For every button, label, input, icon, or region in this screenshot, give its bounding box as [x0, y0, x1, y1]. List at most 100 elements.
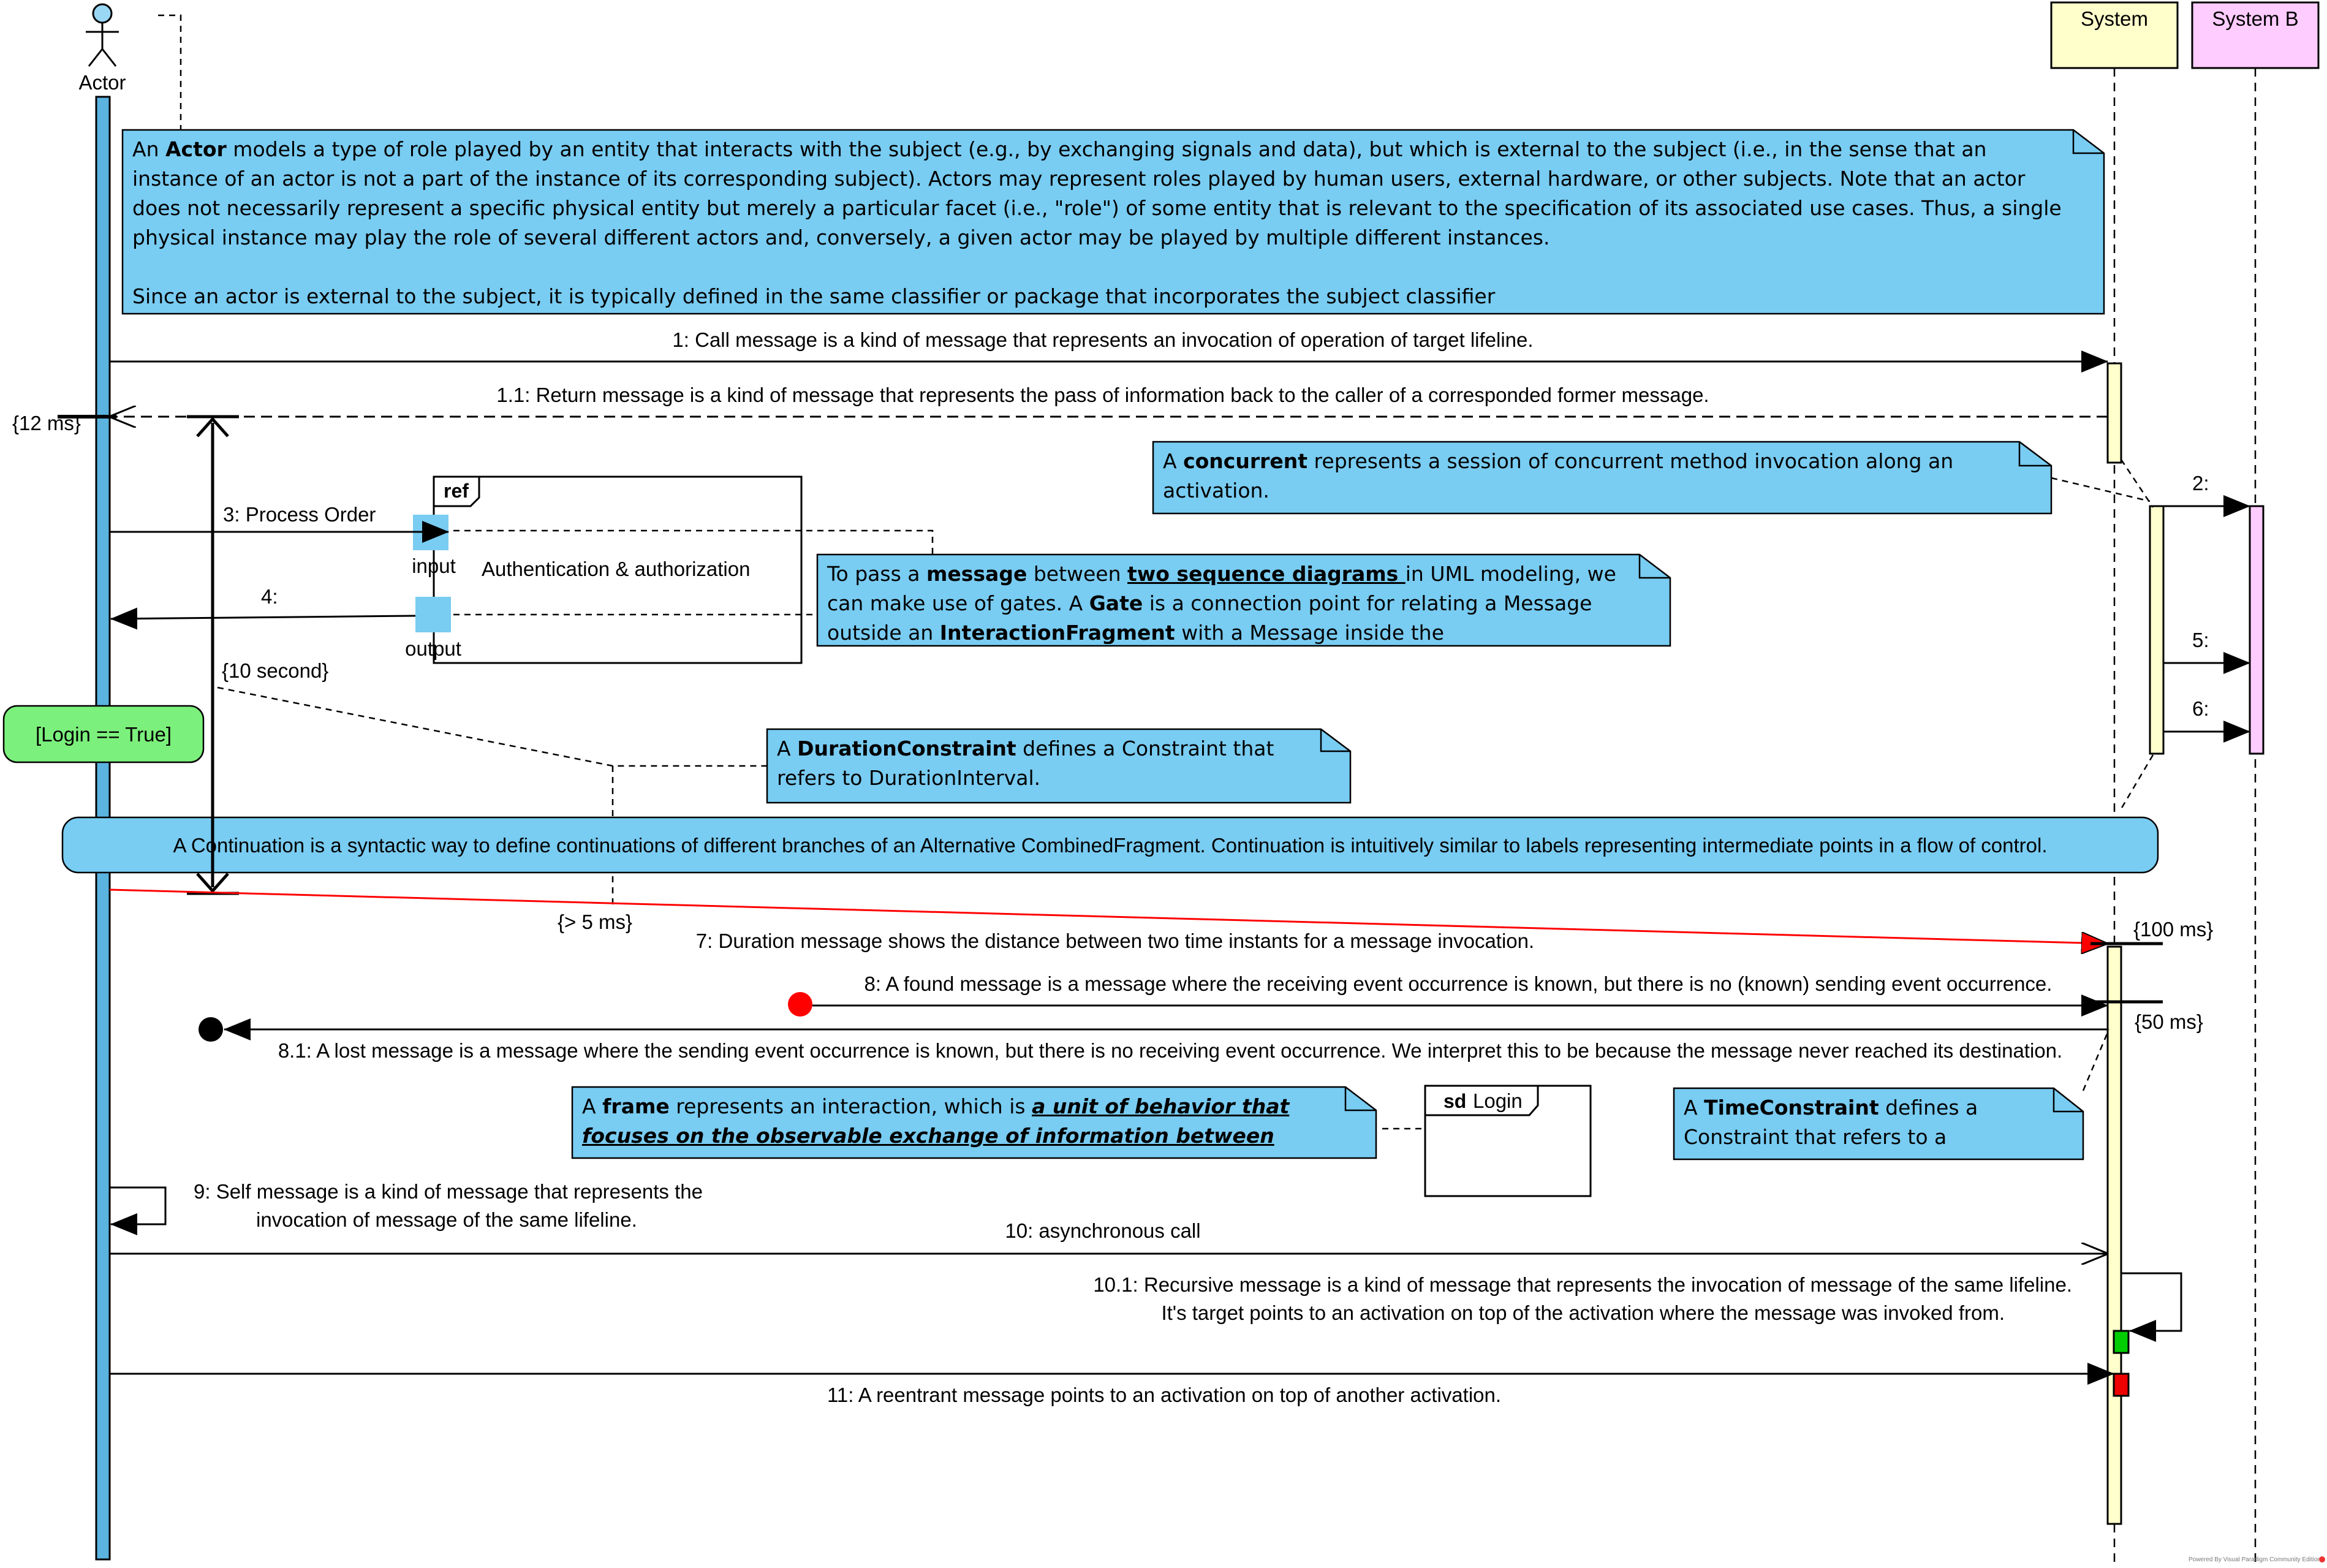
gate-note-bold-message: message	[926, 562, 1027, 586]
message-3-label: 3: Process Order	[223, 503, 376, 526]
concurrent-note-a: A	[1163, 449, 1184, 473]
time-note-anchor	[2082, 1029, 2110, 1091]
ref-frame[interactable]: ref Authentication & authorization	[433, 475, 803, 664]
actor-head-icon	[92, 3, 113, 24]
frame-note: A frame represents an interaction, which…	[575, 1089, 1348, 1157]
actor-figure[interactable]: Actor	[78, 3, 126, 94]
system-activation-2[interactable]	[2106, 945, 2122, 1525]
gate-note-c: in UML modeling, we can make use of gate…	[827, 562, 1616, 615]
actor-note-bold: Actor	[165, 137, 227, 161]
continuation[interactable]	[61, 816, 2159, 874]
system-name: System	[2081, 7, 2148, 30]
time-note-a: A	[1684, 1096, 1705, 1119]
system-b-head[interactable]	[2191, 1, 2320, 69]
message-10-1-recursive-line[interactable]	[2121, 1272, 2182, 1342]
duration-note: A DurationConstraint defines a Constrain…	[770, 732, 1321, 801]
actor-note: An Actor models a type of role played by…	[125, 132, 2073, 311]
sd-login-tag: sd	[1443, 1090, 1466, 1112]
constraint-12ms: {12 ms}	[12, 412, 81, 434]
vp-logo-icon	[2319, 1556, 2325, 1562]
time-note: A TimeConstraint defines a Constraint th…	[1676, 1091, 2056, 1158]
frame-note-bold: frame	[602, 1094, 670, 1118]
frame-note-b: represents an interaction, which is	[669, 1094, 1032, 1118]
concurrent-note-shape	[1152, 441, 2053, 515]
constraint-10-second: {10 second}	[222, 659, 328, 682]
message-1-label: 1: Call message is a kind of message tha…	[672, 328, 1533, 351]
concurrent-note-bold: concurrent	[1183, 449, 1308, 473]
actor-note-text-b: models a type of role played by an entit…	[132, 137, 2062, 249]
duration-note-b: defines a Constraint that refers to Dura…	[777, 737, 1274, 790]
ref-frame-label: Authentication & authorization	[482, 558, 750, 580]
message-6-label: 6:	[2192, 697, 2209, 720]
message-10-1-label-line1: 10.1: Recursive message is a kind of mes…	[1093, 1273, 2072, 1296]
sd-login-frame[interactable]: sd Login	[1424, 1085, 1592, 1197]
concurrent-note: A concurrent represents a session of con…	[1156, 444, 2019, 512]
system-b-name: System B	[2212, 7, 2298, 30]
concurrent-note-line2: It is placed on top of an activation.	[1163, 506, 2012, 512]
message-9-label-line1: 9: Self message is a kind of message tha…	[194, 1180, 703, 1203]
gate-note-e: with a Message inside the InteractionFra…	[1181, 621, 1444, 644]
message-9-self-line[interactable]	[110, 1186, 167, 1235]
actor-note-paragraph-2: Since an actor is external to the subjec…	[132, 284, 1496, 308]
duration-note-anchor	[217, 686, 767, 767]
gate-note-a: To pass a	[827, 562, 926, 586]
message-7-duration-line[interactable]	[109, 888, 2108, 944]
continuation-text: A Continuation is a syntactic way to def…	[173, 834, 2047, 857]
actor-name: Actor	[78, 71, 126, 94]
frame-note-shape	[571, 1086, 1377, 1159]
duration-note-bold: DurationConstraint	[797, 737, 1016, 760]
message-10-label: 10: asynchronous call	[1005, 1219, 1200, 1242]
concurrent-note-anchor	[2051, 477, 2151, 502]
lifeline-system-b[interactable]: System B	[2191, 1, 2320, 69]
message-8-1-label: 8.1: A lost message is a message where t…	[278, 1039, 2062, 1062]
gate-note-bold-fragment: InteractionFragment	[939, 621, 1175, 644]
message-10-1-label-line2: It's target points to an activation on t…	[1161, 1301, 2005, 1324]
message-4-label: 4:	[261, 585, 278, 608]
message-2-label: 2:	[2192, 472, 2209, 494]
actor-note-text-a: An	[132, 137, 165, 161]
gate-note-shape	[816, 553, 1671, 647]
recursive-activation[interactable]	[2113, 1330, 2130, 1354]
actor-note-anchor	[158, 14, 182, 130]
duration-note-a: A	[777, 737, 798, 760]
ref-frame-box[interactable]	[433, 475, 803, 664]
gate-note-anchor-input	[453, 529, 934, 555]
message-4-line[interactable]	[110, 607, 416, 630]
message-7-label: 7: Duration message shows the distance b…	[696, 930, 1534, 952]
guard-condition[interactable]	[2, 705, 205, 763]
guard-text: [Login == True]	[36, 723, 172, 746]
frame-note-emphasis: a unit of behavior that focuses on the o…	[582, 1094, 1290, 1157]
actor-note-shape	[121, 129, 2105, 315]
time-note-shape	[1673, 1087, 2084, 1161]
ref-frame-tag: ref	[444, 480, 469, 502]
concurrent-note-b: represents a session of concurrent metho…	[1163, 449, 1954, 502]
message-8-label: 8: A found message is a message where th…	[865, 972, 2053, 995]
reentrant-activation[interactable]	[2113, 1373, 2130, 1397]
lifeline-system[interactable]: System	[2050, 1, 2179, 69]
message-11-label: 11: A reentrant message points to an act…	[827, 1384, 1501, 1406]
found-message-dot	[788, 992, 812, 1017]
constraint-gt-5ms: {> 5 ms}	[558, 911, 632, 933]
message-1-1-label: 1.1: Return message is a kind of message…	[496, 384, 1709, 406]
system-concurrent-activation[interactable]	[2149, 505, 2165, 755]
message-5-label: 5:	[2192, 629, 2209, 651]
output-gate-label: output	[405, 637, 461, 660]
constraint-50ms: {50 ms}	[2135, 1010, 2203, 1033]
input-gate-label: input	[412, 555, 456, 577]
gate-note-b: between	[1027, 562, 1128, 586]
time-note-bold: TimeConstraint	[1704, 1096, 1879, 1119]
gate-note-bold-gate: Gate	[1089, 591, 1143, 615]
output-gate[interactable]	[415, 597, 451, 632]
gate-note-underlined: two sequence diagrams	[1127, 562, 1406, 586]
gate-note: To pass a message between two sequence d…	[820, 557, 1641, 644]
time-note-b: defines a Constraint that refers to a Ti…	[1684, 1096, 1978, 1158]
system-activation-1[interactable]	[2106, 362, 2122, 464]
constraint-100ms: {100 ms}	[2133, 918, 2213, 941]
frame-note-a: A	[582, 1094, 603, 1118]
system-b-activation[interactable]	[2249, 505, 2265, 755]
lost-message-dot	[199, 1017, 223, 1042]
footer-credit: Powered By Visual Paradigm Community Edi…	[2189, 1556, 2321, 1563]
sd-login-name: Login	[1473, 1089, 1523, 1112]
message-9-label-line2: invocation of message of the same lifeli…	[256, 1208, 637, 1231]
